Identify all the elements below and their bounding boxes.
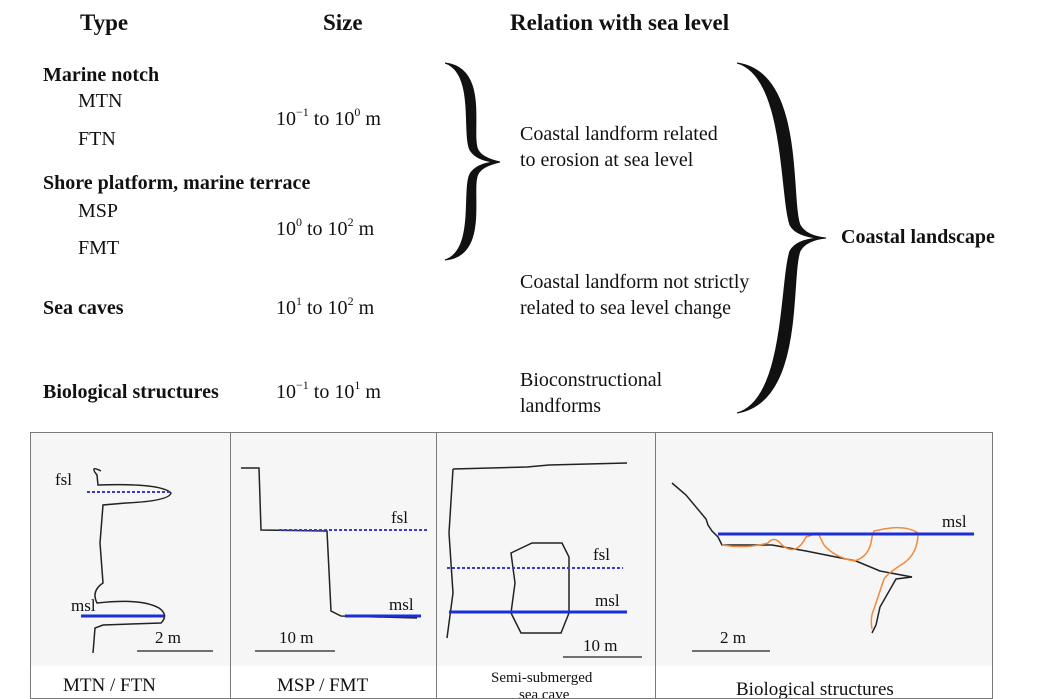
panel-mtn-ftn: fsl msl 2 m MTN / FTN [30,432,231,699]
caption: MTN / FTN [63,675,156,696]
relation-erosion: Coastal landform related to erosion at s… [520,123,718,171]
caption: Biological structures [736,679,894,699]
panel-3-background [437,433,655,666]
notch-profile [92,468,172,654]
marine-notch-size: 10−1 to 100 m [276,105,381,130]
scale-label: 2 m [155,628,181,647]
header-relation: Relation with sea level [510,10,730,35]
marine-notch-sub-ftn: FTN [78,128,116,150]
header-type: Type [80,10,129,35]
caption: MSP / FMT [277,675,369,696]
bio-outline [721,526,919,630]
shore-platform-sub-msp: MSP [78,200,119,222]
biological-size: 10−1 to 101 m [276,378,381,403]
coastal-landscape-label: Coastal landscape [841,226,995,248]
shore-platform-sub-fmt: FMT [78,237,120,259]
scale-label: 10 m [279,628,313,647]
panel-1-background [31,433,230,666]
group-shore-platform-title: Shore platform, marine terrace [43,172,311,194]
fsl-label: fsl [391,508,408,527]
msl-label: msl [389,595,414,614]
header-size: Size [323,10,363,35]
panel-4-background [656,433,992,666]
fsl-label: fsl [593,545,610,564]
group-sea-caves-title: Sea caves [43,297,124,319]
caption-line-2: sea cave [519,687,570,699]
fsl-label: fsl [55,470,72,489]
panel-biological: msl 2 m Biological structures [655,432,993,699]
group-biological-title: Biological structures [43,381,219,403]
shore-platform-size: 100 to 102 m [276,215,375,240]
scale-label: 2 m [720,628,746,647]
cliff-profile [446,462,628,639]
msl-label: msl [595,591,620,610]
group-marine-notch-title: Marine notch [43,64,160,86]
panel-2-background [231,433,436,666]
cave-outline [510,542,570,634]
relation-not-related: Coastal landform not strictly related to… [520,271,750,319]
right-brace [736,62,827,414]
shore-profile-lower [871,576,913,634]
msl-label: msl [942,512,967,531]
panel-sea-cave: fsl msl 10 m Semi-submerged sea cave [436,432,656,699]
sea-caves-size: 101 to 102 m [276,294,375,319]
scale-label: 10 m [583,636,617,655]
relation-bioconstructional: Bioconstructional landforms [520,369,663,417]
msl-label: msl [71,596,96,615]
marine-notch-sub-mtn: MTN [78,90,123,112]
left-brace [444,62,501,261]
panel-msp-fmt: fsl msl 10 m MSP / FMT [230,432,437,699]
caption-line-1: Semi-submerged [491,670,593,686]
